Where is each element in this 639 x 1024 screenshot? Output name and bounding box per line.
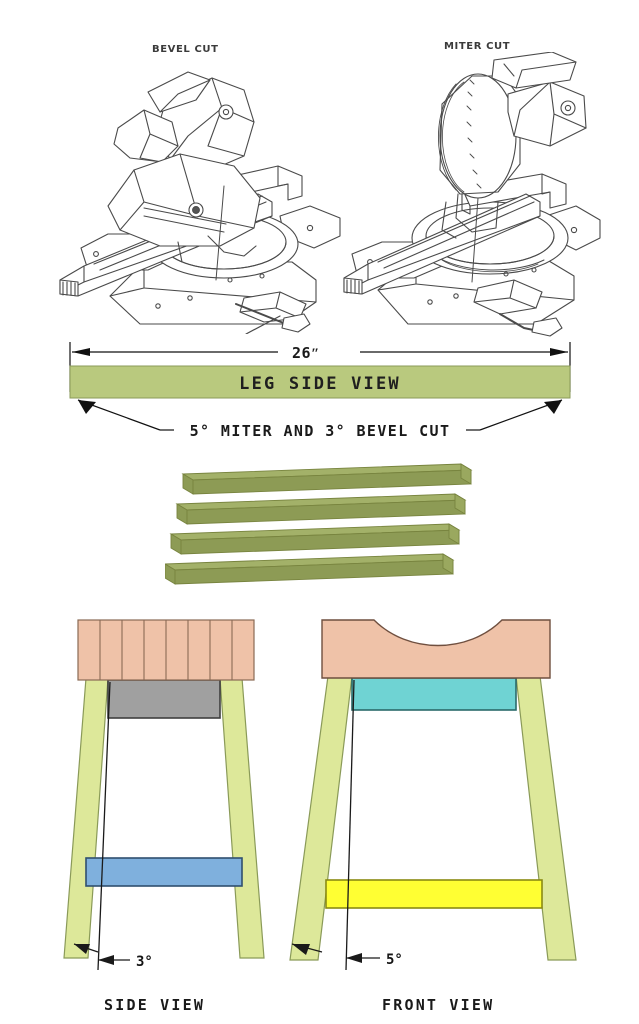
stool-leg-left <box>63 677 109 959</box>
stool-leg-right <box>219 677 265 959</box>
leg-blank <box>170 523 460 555</box>
angle-annotation-side: 3° <box>73 943 153 970</box>
miter-saw-bevel-icon <box>48 66 348 334</box>
stool-side-view-drawing: 3° <box>38 600 293 990</box>
stool-apron-side <box>107 679 221 719</box>
stool-leg-left <box>289 675 353 961</box>
stool-leg-right <box>515 675 577 961</box>
angle-annotation-front: 5° <box>291 943 403 968</box>
leg-blank <box>182 463 472 495</box>
leg-side-view-board <box>69 365 571 399</box>
vertical-reference-line <box>345 679 355 971</box>
cut-note-arrow-left <box>78 400 96 414</box>
seat-slat-lines <box>99 620 233 680</box>
leg-side-view-label: LEG SIDE VIEW <box>239 374 401 394</box>
side-angle-label: 3° <box>136 954 153 970</box>
dim-arrow-left <box>72 348 90 356</box>
stool-apron-front <box>351 677 517 711</box>
dim-arrow-right <box>550 348 568 356</box>
stool-stretcher-front <box>325 879 543 909</box>
stool-seat-front <box>321 619 551 679</box>
cut-note-arrow-right <box>544 400 562 414</box>
stool-front-view-drawing: 5° <box>288 598 583 990</box>
leg-blank <box>176 493 466 525</box>
stool-stretcher-side <box>85 857 243 887</box>
leg-blank <box>165 553 454 585</box>
leg-blanks-group <box>165 462 495 592</box>
bevel-cut-label: BEVEL CUT <box>152 44 219 55</box>
miter-saw-miter-icon <box>338 52 606 340</box>
leg-dimension-diagram: 26ʺ LEG SIDE VIEW 5° MITER AND 3° BEVEL … <box>60 330 580 460</box>
side-view-caption: SIDE VIEW <box>104 996 206 1014</box>
miter-cut-label: MITER CUT <box>444 41 511 52</box>
front-angle-label: 5° <box>386 952 403 968</box>
vertical-reference-line <box>97 681 111 971</box>
leg-length-dimension: 26ʺ <box>292 344 319 362</box>
cut-angle-note: 5° MITER AND 3° BEVEL CUT <box>190 422 451 440</box>
front-view-caption: FRONT VIEW <box>382 996 495 1014</box>
